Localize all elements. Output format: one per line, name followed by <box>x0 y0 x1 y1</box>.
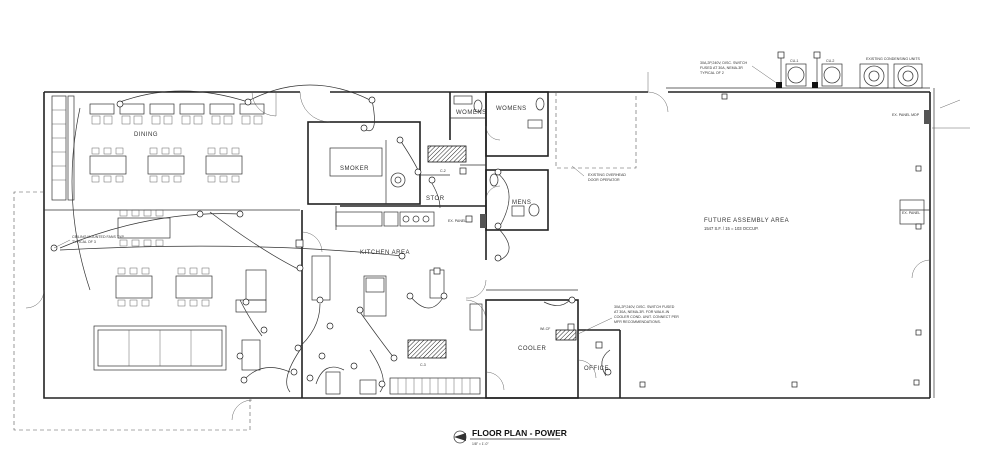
room-label-assembly: FUTURE ASSEMBLY AREA <box>704 218 789 224</box>
drawing-scale: 1/8" = 1'-0" <box>472 442 489 446</box>
circuit-arcs <box>59 84 611 393</box>
note-switch-cooler-1: 30A,2P,240V, DISC. SWITCH FUSED <box>614 305 675 309</box>
kitchen-equipment <box>311 147 483 395</box>
room-area-assembly: 1547 S.F. / 15 = 103 OCCUP. <box>704 226 759 231</box>
note-switch-top-2: FUSED AT 30A, NEMA-3R <box>700 66 743 70</box>
room-label-mens: MENS <box>512 200 531 206</box>
room-label-dining: DINING <box>134 132 158 138</box>
tag-c2: C-2 <box>440 169 446 173</box>
note-switch-top-1: 30A,2P,240V, DISC. SWITCH <box>700 61 748 65</box>
leader-lines <box>53 65 970 335</box>
booth-benches <box>51 95 227 371</box>
note-switch-cooler-2: AT 30A, NEMA-3R. FOR WALK-IN <box>614 310 670 314</box>
note-existing-condensing: EXISTING CONDENSING UNITS <box>866 57 921 61</box>
room-label-office: OFFICE <box>584 366 609 372</box>
note-overhead-operator: DOOR OPERATOR <box>588 178 620 182</box>
title-block <box>453 430 560 444</box>
hatched-units <box>407 110 930 359</box>
note-walkin: WI-CF <box>540 327 551 331</box>
room-label-womens: WOMENS <box>456 110 487 116</box>
door-swings <box>25 72 931 421</box>
room-label-womens-upper: WOMENS <box>496 106 527 112</box>
condensing-units <box>776 51 923 89</box>
interior-walls <box>301 91 930 399</box>
tag-cu1: CU-1 <box>790 59 798 63</box>
restroom-fixtures <box>453 95 545 217</box>
note-panel-mdp: EX. PANEL MDP <box>892 113 920 117</box>
tag-cu2: CU-2 <box>826 59 834 63</box>
tag-c3: C-3 <box>420 363 426 367</box>
note-switch-cooler-3: COOLER COND. UNIT. CONNECT PER <box>614 315 679 319</box>
room-label-stor: STOR <box>426 196 445 202</box>
exterior-walls <box>13 87 935 431</box>
room-label-kitchen: KITCHEN AREA <box>360 250 410 256</box>
note-fans-typical: TYPICAL OF 3 <box>72 240 96 244</box>
room-label-cooler: COOLER <box>518 346 547 352</box>
note-fans: CEILING MOUNTED FANS TYP. <box>72 235 124 239</box>
note-overhead: EXISTING OVERHEAD <box>588 173 626 177</box>
note-panel-b: EX. PANEL <box>902 211 920 215</box>
drawing-title: FLOOR PLAN - POWER <box>472 428 567 438</box>
note-panel-a: EX. PANEL <box>448 219 466 223</box>
note-switch-cooler-4: MFR RECOMMENDATIONS. <box>614 320 661 324</box>
note-switch-top-3: TYPICAL OF 2 <box>700 71 724 75</box>
room-label-smoker: SMOKER <box>340 166 369 172</box>
receptacle-devices <box>50 93 922 388</box>
